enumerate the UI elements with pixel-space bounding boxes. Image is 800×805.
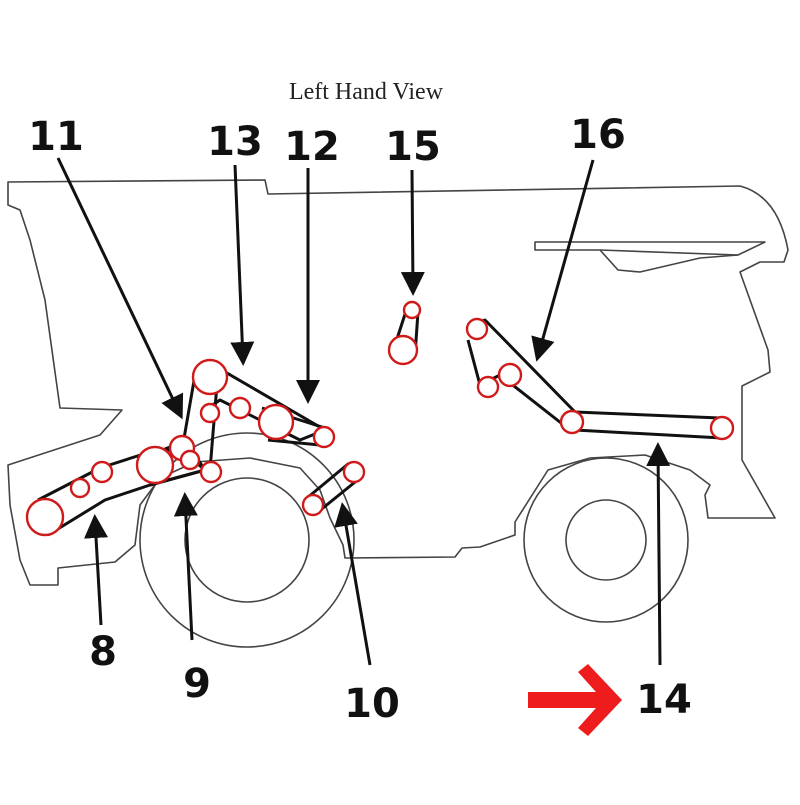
belts xyxy=(37,303,724,537)
callout-14: 14 xyxy=(636,677,692,723)
pulley xyxy=(387,334,419,366)
front-hub xyxy=(184,477,310,603)
rear-tire xyxy=(523,457,689,623)
pulley xyxy=(90,460,114,484)
pulley xyxy=(301,493,325,517)
highlight-arrow xyxy=(528,664,622,736)
callout-16: 16 xyxy=(570,112,626,158)
view-title: Left Hand View xyxy=(289,79,444,105)
pulley xyxy=(465,317,489,341)
rear-wheel xyxy=(523,457,689,623)
callout-10: 10 xyxy=(344,681,400,727)
rear-hub xyxy=(565,499,647,581)
front-tire xyxy=(139,432,355,648)
pulley xyxy=(497,362,523,388)
cab-roof-line xyxy=(599,249,739,256)
pulley xyxy=(228,396,252,420)
pulley xyxy=(402,300,422,320)
pulley xyxy=(312,425,336,449)
pulley xyxy=(709,415,735,441)
pulley xyxy=(257,403,295,441)
cab-window-outline xyxy=(534,241,766,273)
pulleys xyxy=(25,300,735,537)
pulley xyxy=(559,409,585,435)
callout-15: 15 xyxy=(385,124,441,170)
pulley xyxy=(342,460,366,484)
belt-14 xyxy=(574,410,724,440)
pulley xyxy=(476,375,500,399)
leader-13 xyxy=(230,164,255,366)
leader-16 xyxy=(531,159,595,362)
callout-labels: 11 13 12 15 16 8 9 10 14 xyxy=(28,112,692,727)
callout-12: 12 xyxy=(284,124,340,170)
callout-11: 11 xyxy=(28,114,84,160)
leader-11 xyxy=(56,157,184,420)
pulley xyxy=(179,449,201,471)
machine-body-outline xyxy=(7,179,789,586)
callout-9: 9 xyxy=(183,661,211,707)
leader-10 xyxy=(334,502,372,666)
pulley xyxy=(135,445,175,485)
pulley xyxy=(191,358,229,396)
pulley xyxy=(199,460,223,484)
leader-8 xyxy=(84,514,109,626)
leader-14 xyxy=(646,442,671,666)
pulley xyxy=(25,497,65,537)
leader-9 xyxy=(173,492,198,641)
callout-8: 8 xyxy=(89,629,117,675)
pulley xyxy=(199,402,221,424)
front-wheel xyxy=(139,432,355,648)
pulley xyxy=(69,477,91,499)
callout-13: 13 xyxy=(207,119,263,165)
red-arrow-icon xyxy=(528,664,622,736)
leader-15 xyxy=(400,169,425,296)
machine-outline xyxy=(7,179,789,586)
leader-lines xyxy=(56,157,671,666)
